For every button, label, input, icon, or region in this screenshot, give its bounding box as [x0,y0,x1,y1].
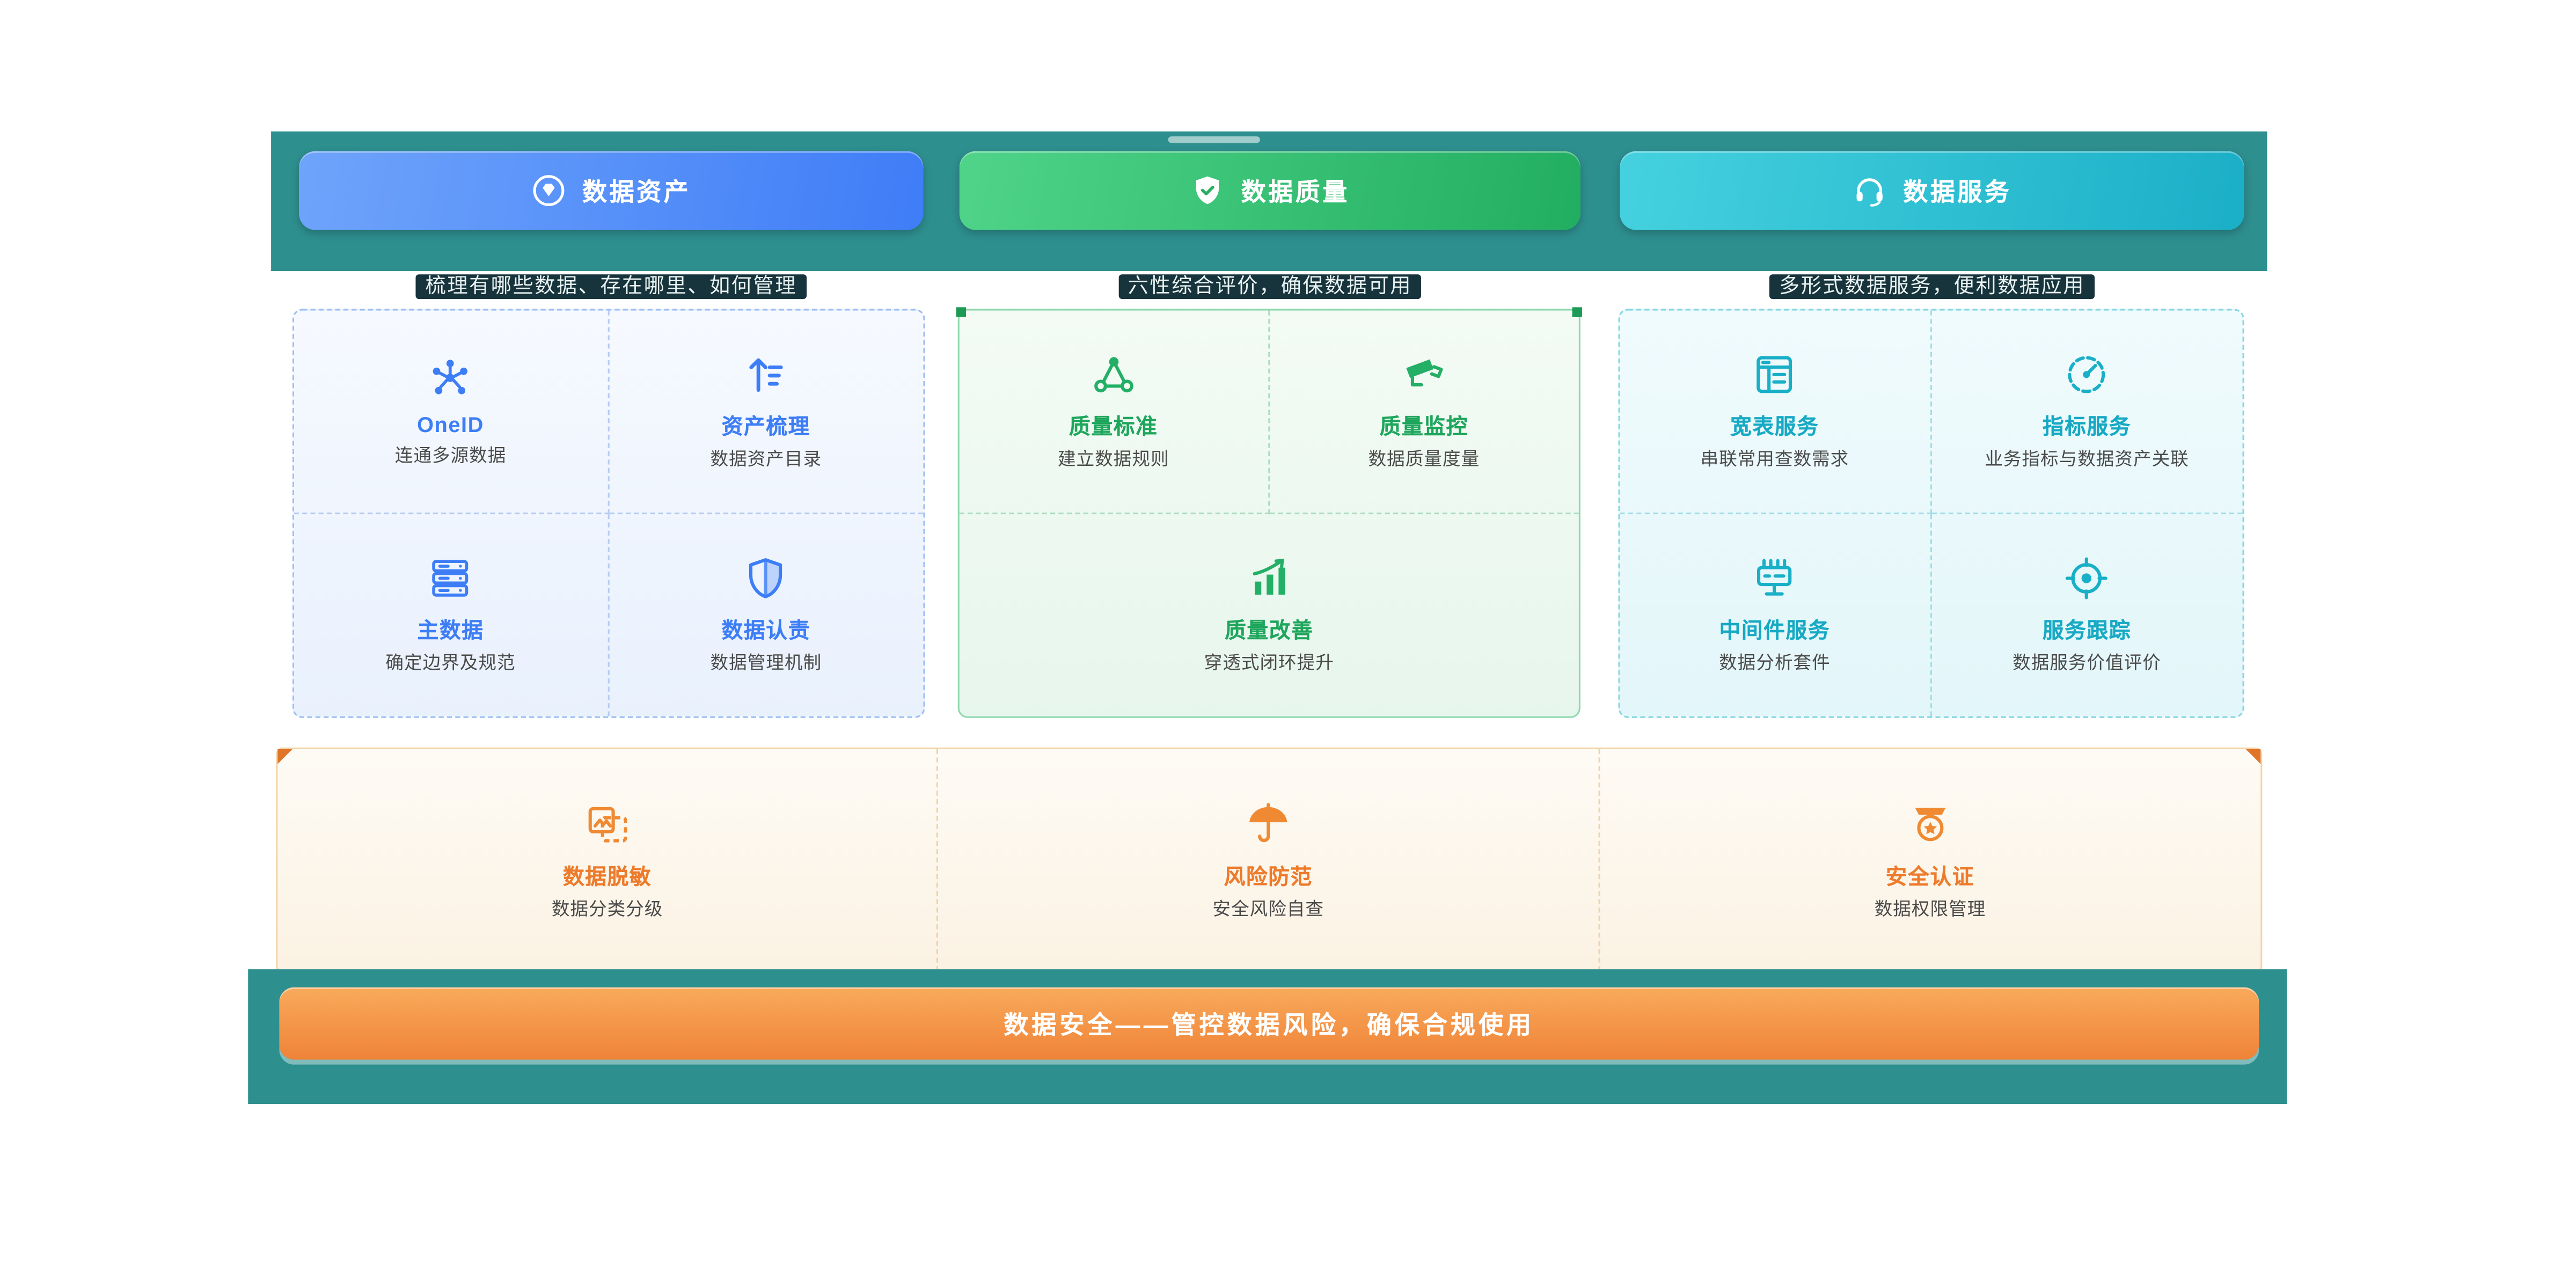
panel-data-security: 数据脱敏 数据分类分级 风险防范 安全风险自查 安全 [276,747,2263,973]
cell-subtitle: 串联常用查数需求 [1700,450,1849,471]
cell-title: 质量改善 [1225,618,1314,643]
cell-subtitle: 业务指标与数据资产关联 [1985,450,2189,471]
pill-desc-quality: 六性综合评价，确保数据可用 [960,273,1580,299]
umbrella-icon [1243,799,1293,848]
quality-cell-monitoring: 质量监控 数据质量度量 [1269,311,1579,514]
cell-title: 服务跟踪 [2042,618,2132,643]
cell-title: 风险防范 [1224,863,1313,888]
server-stack-icon [426,554,475,603]
service-cell-wide-table: 宽表服务 串联常用查数需求 [1620,310,1931,514]
cell-subtitle: 穿透式闭环提升 [1204,654,1334,674]
cell-title: 质量标准 [1069,414,1158,440]
service-cell-middleware: 中间件服务 数据分析套件 [1620,513,1931,716]
headset-icon [1852,172,1888,208]
rising-bars-icon [1245,554,1294,603]
wide-table-icon [1750,350,1799,400]
cell-subtitle: 确定边界及规范 [385,654,516,674]
tri-nodes-icon [1089,350,1138,400]
cell-title: 质量监控 [1379,414,1468,440]
pill-data-asset[interactable]: 数据资产 [299,151,924,230]
cell-subtitle: 数据分类分级 [551,899,663,919]
corner-decoration [1572,307,1582,317]
pill-data-quality[interactable]: 数据质量 [959,151,1580,230]
cell-subtitle: 数据服务价值评价 [2012,654,2161,674]
security-cell-certification: 安全认证 数据权限管理 [1600,749,2261,971]
corner-decoration [277,749,292,764]
corner-decoration [2245,749,2261,764]
pill-label: 数据服务 [1903,178,2012,207]
cert-badge-icon [1905,799,1955,848]
cell-title: 宽表服务 [1730,414,1819,440]
top-teal-band: 数据资产 数据质量 数据服务 [271,131,2267,272]
service-cell-metrics: 指标服务 业务指标与数据资产关联 [1931,311,2243,514]
target-icon [2062,554,2112,603]
panel-data-quality: 质量标准 建立数据规则 质量监控 数据质量度量 [956,307,1582,718]
service-cell-tracking: 服务跟踪 数据服务价值评价 [1931,514,2242,716]
sort-arrow-icon [741,350,791,400]
band-notch [1168,136,1260,143]
desc-text: 多形式数据服务，便利数据应用 [1769,273,2095,298]
cctv-camera-icon [1399,350,1448,400]
pill-label: 数据资产 [582,178,691,207]
cell-subtitle: 连通多源数据 [394,447,507,467]
security-banner-text: 数据安全——管控数据风险，确保合规使用 [1004,1011,1535,1040]
cell-subtitle: 数据资产目录 [710,450,822,471]
pill-desc-asset: 梳理有哪些数据、存在哪里、如何管理 [299,273,923,299]
cell-subtitle: 数据权限管理 [1874,899,1986,919]
cell-title: 中间件服务 [1719,618,1831,643]
security-cell-risk: 风险防范 安全风险自查 [939,749,1600,971]
security-banner: 数据安全——管控数据风险，确保合规使用 [279,987,2259,1060]
cell-subtitle: 数据分析套件 [1719,654,1831,674]
cell-title: 主数据 [417,618,484,643]
security-cell-masking: 数据脱敏 数据分类分级 [277,749,939,971]
cell-subtitle: 数据质量度量 [1368,450,1480,471]
shield-icon [741,554,791,603]
middleware-chip-icon [1750,554,1799,603]
asset-cell-oneid: OneID 连通多源数据 [294,310,609,514]
cell-subtitle: 数据管理机制 [710,654,822,674]
gem-badge-icon [531,172,567,208]
corner-decoration [956,307,966,317]
asset-cell-master-data: 主数据 确定边界及规范 [294,513,609,716]
pill-desc-service: 多形式数据服务，便利数据应用 [1620,273,2244,299]
quality-cell-improvement: 质量改善 穿透式闭环提升 [960,514,1579,716]
desc-text: 梳理有哪些数据、存在哪里、如何管理 [415,273,807,298]
cell-title: 数据认责 [721,618,810,643]
cell-title: 数据脱敏 [562,863,652,888]
cell-subtitle: 安全风险自查 [1212,899,1324,919]
asset-cell-sorting: 资产梳理 数据资产目录 [609,311,924,514]
gauge-icon [2062,350,2112,400]
shield-check-icon [1190,172,1226,208]
cell-subtitle: 建立数据规则 [1057,450,1169,471]
quality-cell-standard: 质量标准 建立数据规则 [959,310,1269,514]
network-nodes-icon [426,354,475,403]
cell-title: 指标服务 [2042,414,2132,440]
cell-title: 资产梳理 [721,414,810,440]
panel-data-asset: OneID 连通多源数据 资产梳理 数据资产目录 [292,309,925,718]
cell-title: OneID [417,413,484,438]
asset-cell-accountability: 数据认责 数据管理机制 [609,514,923,716]
desc-text: 六性综合评价，确保数据可用 [1118,273,1422,298]
pill-label: 数据质量 [1241,178,1350,207]
cell-title: 安全认证 [1885,863,1975,888]
data-mask-icon [583,799,632,848]
panel-data-service: 宽表服务 串联常用查数需求 指标服务 业务指标与数据资产关联 [1618,309,2244,718]
pill-data-service[interactable]: 数据服务 [1620,151,2244,230]
